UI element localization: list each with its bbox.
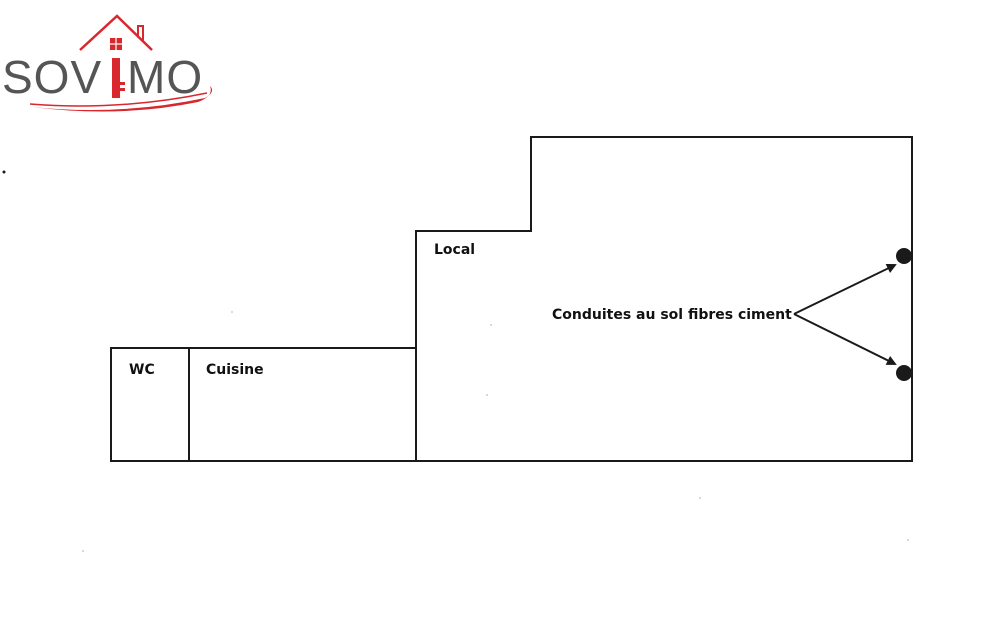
logo-swoosh — [32, 86, 213, 112]
sovimo-logo: SOV MO — [2, 14, 213, 112]
logo-key-tooth — [120, 82, 125, 85]
logo-chimney-icon — [137, 25, 144, 42]
annotation-arrows — [793, 263, 897, 365]
logo-key-tooth — [120, 88, 125, 91]
room-label-cuisine: Cuisine — [206, 362, 264, 378]
logo-text-left: SOV — [2, 51, 102, 103]
building-outline — [110, 136, 913, 462]
room-label-wc: WC — [129, 362, 155, 378]
annotation-label: Conduites au sol fibres ciment — [552, 307, 792, 323]
arrow-to-lower-point — [793, 313, 897, 365]
logo-roof-icon — [79, 14, 153, 51]
scan-specks — [82, 311, 909, 552]
arrow-to-upper-point — [793, 263, 897, 315]
logo-swoosh-thin — [29, 92, 208, 107]
conduit-point-lower — [896, 365, 912, 381]
room-label-local: Local — [434, 242, 475, 258]
outer-wall — [110, 136, 913, 462]
conduit-point-upper — [896, 248, 912, 264]
logo-text-right: MO — [127, 51, 203, 103]
stray-mark — [2, 170, 6, 174]
logo-key-icon — [112, 58, 120, 98]
